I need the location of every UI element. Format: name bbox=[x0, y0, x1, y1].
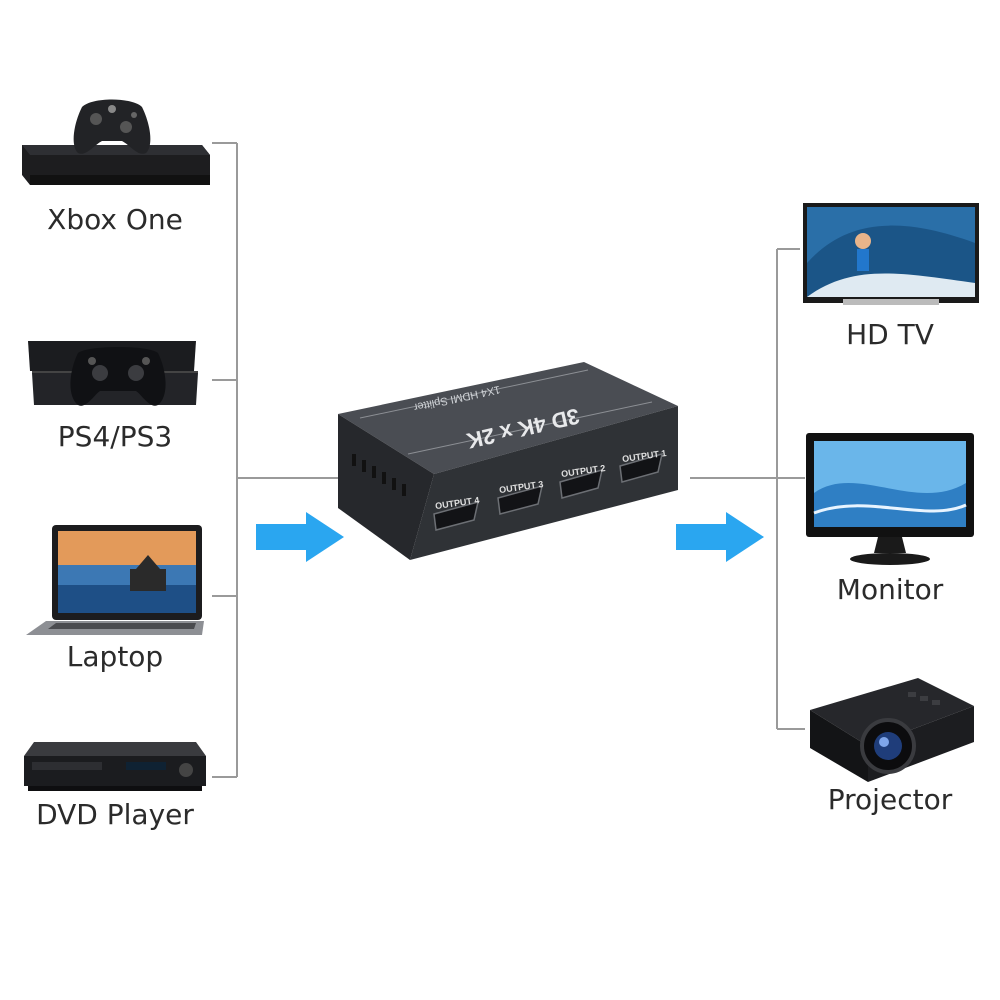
hdmi-splitter-device bbox=[338, 362, 678, 560]
input-label-ps: PS4/PS3 bbox=[57, 420, 173, 453]
output-label-tv: HD TV bbox=[846, 318, 934, 351]
input-label-xbox: Xbox One bbox=[47, 203, 183, 236]
output-label-projector: Projector bbox=[827, 783, 953, 816]
input-label-dvd: DVD Player bbox=[36, 798, 194, 831]
playstation-console-icon bbox=[28, 341, 198, 406]
dvd-player-icon bbox=[24, 742, 206, 791]
output-arrow-icon bbox=[676, 512, 764, 562]
input-arrow-icon bbox=[256, 512, 344, 562]
output-label-monitor: Monitor bbox=[836, 573, 944, 606]
projector-icon bbox=[810, 678, 974, 782]
input-label-laptop: Laptop bbox=[66, 640, 164, 673]
xbox-console-icon bbox=[22, 99, 210, 185]
monitor-icon bbox=[806, 433, 974, 565]
laptop-icon bbox=[26, 525, 204, 635]
tv-icon bbox=[803, 203, 979, 305]
